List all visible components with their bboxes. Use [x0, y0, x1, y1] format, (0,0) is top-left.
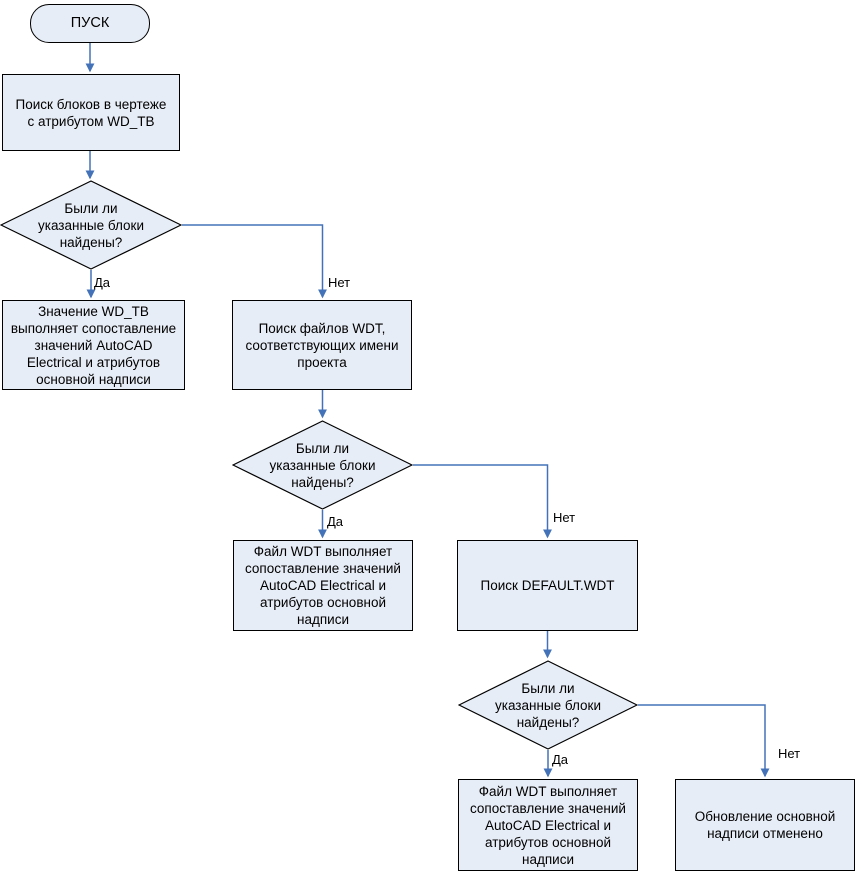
edge-label-decision2-no: Нет: [553, 510, 576, 525]
node-start: ПУСК: [30, 4, 150, 43]
node-decision3-label: Были ли указанные блоки найдены?: [495, 680, 601, 730]
node-update-cancelled-label: Обновление основной надписи отменено: [694, 809, 836, 841]
edge-decision1-no: [182, 224, 327, 299]
node-search-default-wdt: Поиск DEFAULT.WDT: [457, 540, 638, 631]
node-search-wdt-files: Поиск файлов WDT, соответствующих имени …: [232, 300, 412, 390]
node-wdt-mapping2-label: Файл WDT выполняет сопоставление значени…: [470, 783, 626, 867]
edge-label-decision1-no: Нет: [328, 275, 351, 290]
node-search-blocks: Поиск блоков в чертеже с атрибутом WD_TB: [2, 74, 180, 151]
node-decision1-label: Были ли указанные блоки найдены?: [38, 200, 144, 250]
node-wdt-mapping1: Файл WDT выполняет сопоставление значени…: [233, 540, 413, 631]
edge-label-decision1-yes: Да: [94, 275, 111, 290]
edge-decision2-no: [413, 464, 552, 539]
node-search-default-wdt-label: Поиск DEFAULT.WDT: [480, 578, 615, 593]
node-wdt-mapping1-label: Файл WDT выполняет сопоставление значени…: [245, 544, 401, 627]
node-wdt-mapping2: Файл WDT выполняет сопоставление значени…: [458, 779, 638, 871]
node-wdtb-mapping-label: Значение WD_TB выполняет сопоставление з…: [10, 303, 177, 387]
decision3-shape: [458, 660, 638, 750]
node-wdtb-mapping: Значение WD_TB выполняет сопоставление з…: [2, 300, 185, 390]
edge-decision3-no: [638, 704, 770, 778]
edge-label-decision3-yes: Да: [552, 752, 569, 767]
node-search-wdt-files-label: Поиск файлов WDT, соответствующих имени …: [245, 320, 399, 370]
node-update-cancelled: Обновление основной надписи отменено: [675, 779, 855, 871]
node-decision3: Были ли указанные блоки найдены?: [458, 660, 638, 750]
edge-label-decision3-no: Нет: [778, 746, 801, 761]
node-search-blocks-label: Поиск блоков в чертеже с атрибутом WD_TB: [15, 96, 167, 129]
node-decision2-label: Были ли указанные блоки найдены?: [269, 440, 376, 490]
decision1-shape: [0, 180, 182, 270]
decision2-shape: [232, 420, 413, 510]
node-decision2: Были ли указанные блоки найдены?: [232, 420, 413, 510]
node-decision1: Были ли указанные блоки найдены?: [0, 180, 182, 270]
edge-label-decision2-yes: Да: [327, 514, 344, 529]
node-start-label: ПУСК: [70, 15, 110, 31]
